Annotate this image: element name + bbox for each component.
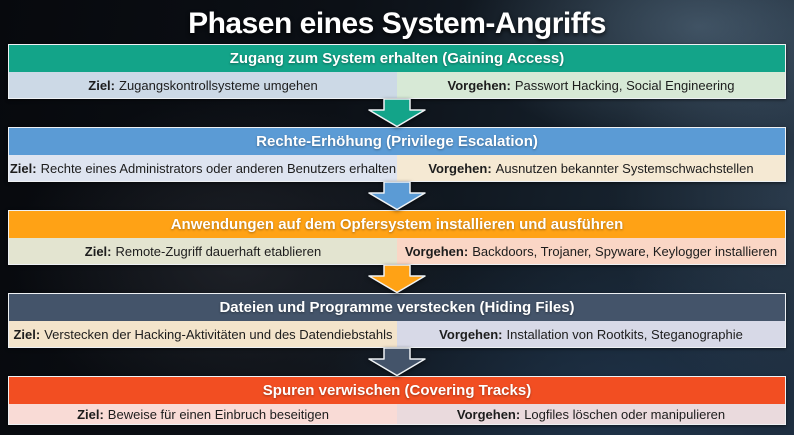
- flow-arrow-row: [8, 265, 786, 293]
- phase-band: Dateien und Programme verstecken (Hiding…: [8, 293, 786, 348]
- phase-header: Anwendungen auf dem Opfersystem installi…: [9, 211, 785, 238]
- phase-header-label: Anwendungen auf dem Opfersystem installi…: [170, 216, 624, 233]
- vorgehen-cell: Vorgehen: Backdoors, Trojaner, Spyware, …: [397, 238, 785, 264]
- phase-header: Rechte-Erhöhung (Privilege Escalation): [9, 128, 785, 155]
- phase-cells: Ziel: Remote-Zugriff dauerhaft etabliere…: [9, 238, 785, 264]
- vorgehen-text: Installation von Rootkits, Steganographi…: [506, 326, 743, 342]
- down-arrow-icon: [368, 265, 426, 293]
- phase-header: Zugang zum System erhalten (Gaining Acce…: [9, 45, 785, 72]
- phase-cells: Ziel: Verstecken der Hacking-Aktivitäten…: [9, 321, 785, 347]
- ziel-cell: Ziel: Verstecken der Hacking-Aktivitäten…: [9, 321, 397, 347]
- ziel-label: Ziel:: [77, 406, 104, 422]
- ziel-text: Rechte eines Administrators oder anderen…: [40, 160, 397, 176]
- phase-cells: Ziel: Beweise für einen Einbruch beseiti…: [9, 404, 785, 424]
- vorgehen-label: Vorgehen:: [439, 326, 503, 342]
- page-title: Phasen eines System-Angriffs: [188, 7, 606, 40]
- ziel-text: Beweise für einen Einbruch beseitigen: [107, 406, 329, 422]
- vorgehen-cell: Vorgehen: Passwort Hacking, Social Engin…: [397, 72, 785, 98]
- flow-arrow-row: [8, 99, 786, 127]
- vorgehen-label: Vorgehen:: [456, 406, 521, 422]
- ziel-text: Remote-Zugriff dauerhaft etablieren: [115, 243, 322, 259]
- ziel-cell: Ziel: Remote-Zugriff dauerhaft etabliere…: [9, 238, 397, 264]
- ziel-label: Ziel:: [84, 243, 112, 259]
- phase-header: Dateien und Programme verstecken (Hiding…: [9, 294, 785, 321]
- phase-band: Rechte-Erhöhung (Privilege Escalation) Z…: [8, 127, 786, 182]
- down-arrow-icon: [368, 348, 426, 376]
- phase-band: Spuren verwischen (Covering Tracks) Ziel…: [8, 376, 786, 425]
- down-arrow-icon: [368, 182, 426, 210]
- ziel-label: Ziel:: [88, 77, 115, 93]
- vorgehen-text: Ausnutzen bekannter Systemschwachstellen: [495, 160, 754, 176]
- phase-header-label: Dateien und Programme verstecken (Hiding…: [219, 299, 575, 316]
- ziel-text: Zugangskontrollsysteme umgehen: [119, 77, 318, 93]
- phase-header-label: Spuren verwischen (Covering Tracks): [262, 382, 532, 399]
- ziel-cell: Ziel: Beweise für einen Einbruch beseiti…: [9, 404, 397, 424]
- vorgehen-label: Vorgehen:: [428, 160, 492, 176]
- ziel-label: Ziel:: [13, 326, 41, 342]
- ziel-text: Verstecken der Hacking-Aktivitäten und d…: [44, 326, 393, 342]
- vorgehen-cell: Vorgehen: Logfiles löschen oder manipuli…: [397, 404, 785, 424]
- vorgehen-text: Backdoors, Trojaner, Spyware, Keylogger …: [472, 243, 778, 259]
- ziel-cell: Ziel: Zugangskontrollsysteme umgehen: [9, 72, 397, 98]
- phase-header-label: Zugang zum System erhalten (Gaining Acce…: [229, 50, 565, 67]
- vorgehen-text: Passwort Hacking, Social Engineering: [514, 77, 735, 93]
- phase-cells: Ziel: Zugangskontrollsysteme umgehen Vor…: [9, 72, 785, 98]
- vorgehen-label: Vorgehen:: [447, 77, 511, 93]
- vorgehen-label: Vorgehen:: [404, 243, 469, 259]
- phase-band: Anwendungen auf dem Opfersystem installi…: [8, 210, 786, 265]
- flow-arrow-row: [8, 348, 786, 376]
- vorgehen-text: Logfiles löschen oder manipulieren: [524, 406, 726, 422]
- flow-arrow-row: [8, 182, 786, 210]
- phase-flow-diagram: Zugang zum System erhalten (Gaining Acce…: [8, 44, 786, 425]
- ziel-label: Ziel:: [9, 160, 37, 176]
- ziel-cell: Ziel: Rechte eines Administrators oder a…: [9, 155, 397, 181]
- phase-cells: Ziel: Rechte eines Administrators oder a…: [9, 155, 785, 181]
- vorgehen-cell: Vorgehen: Installation von Rootkits, Ste…: [397, 321, 785, 347]
- down-arrow-icon: [368, 99, 426, 127]
- vorgehen-cell: Vorgehen: Ausnutzen bekannter Systemschw…: [397, 155, 785, 181]
- phase-header-label: Rechte-Erhöhung (Privilege Escalation): [256, 133, 538, 150]
- phase-band: Zugang zum System erhalten (Gaining Acce…: [8, 44, 786, 99]
- phase-header: Spuren verwischen (Covering Tracks): [9, 377, 785, 404]
